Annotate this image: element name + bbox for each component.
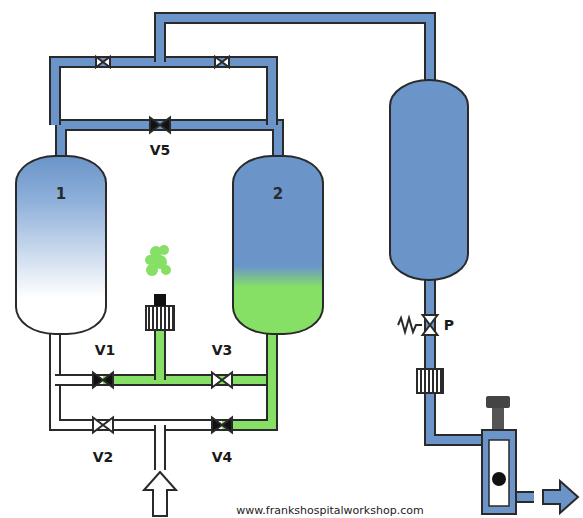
exhaust-pipe bbox=[103, 376, 272, 384]
exhaust-cloud bbox=[161, 265, 171, 275]
valve-label: P bbox=[444, 317, 454, 333]
exhaust-cloud bbox=[159, 245, 169, 255]
silencer-cap bbox=[154, 294, 166, 306]
watermark: www.frankshospitalworkshop.com bbox=[236, 504, 423, 517]
valve-label: V3 bbox=[212, 342, 233, 358]
oxygen-pipe-outline bbox=[160, 18, 430, 90]
flowmeter-stem bbox=[492, 404, 504, 432]
flowmeter-body bbox=[482, 430, 516, 514]
valve-symbol bbox=[93, 418, 113, 433]
adsorption-column: 1 bbox=[15, 155, 107, 335]
outlet-arrow bbox=[543, 481, 578, 513]
oxygen-pipe bbox=[516, 493, 534, 501]
oxygen-pipe bbox=[55, 62, 272, 125]
flowmeter-ball bbox=[492, 472, 506, 486]
valve-label: V5 bbox=[150, 142, 171, 158]
air-pipe bbox=[156, 425, 164, 470]
valve-label: V4 bbox=[212, 449, 233, 465]
oxygen-pipe-outline bbox=[430, 270, 484, 440]
oxygen-pipe bbox=[430, 270, 484, 440]
valve-symbol bbox=[93, 373, 113, 388]
exhaust-pipe bbox=[156, 330, 164, 380]
oxygen-pipe-outline bbox=[55, 62, 272, 125]
valve-label: V1 bbox=[95, 342, 116, 358]
exhaust-pipe-outline bbox=[154, 330, 166, 380]
exhaust-pipe-outline bbox=[222, 320, 272, 425]
valve-symbol bbox=[150, 118, 170, 133]
spring-symbol bbox=[398, 318, 422, 332]
valve-symbol bbox=[96, 57, 110, 68]
flowmeter-knob bbox=[486, 396, 510, 408]
oxygen-pipe bbox=[160, 18, 430, 90]
valve-symbol bbox=[423, 315, 438, 335]
valve-symbol bbox=[212, 373, 232, 388]
column-number: 1 bbox=[17, 185, 105, 203]
exhaust-pipe bbox=[222, 320, 272, 425]
bacteria-filter bbox=[417, 369, 443, 393]
silencer bbox=[146, 306, 174, 330]
flowmeter-tube bbox=[489, 440, 509, 506]
air-pipe-outline bbox=[55, 320, 222, 425]
air-pipe bbox=[55, 320, 222, 425]
oxygen-pipe-outline bbox=[516, 491, 534, 503]
column-number: 2 bbox=[234, 185, 322, 203]
product-tank bbox=[390, 80, 468, 280]
air-pipe-outline bbox=[154, 425, 166, 470]
adsorption-column: 2 bbox=[232, 155, 324, 335]
exhaust-pipe-outline bbox=[103, 374, 272, 386]
valve-label: V2 bbox=[93, 449, 114, 465]
valve-symbol bbox=[215, 57, 229, 68]
exhaust-cloud bbox=[145, 255, 155, 265]
inlet-arrow bbox=[144, 472, 176, 516]
valve-symbol bbox=[212, 418, 232, 433]
